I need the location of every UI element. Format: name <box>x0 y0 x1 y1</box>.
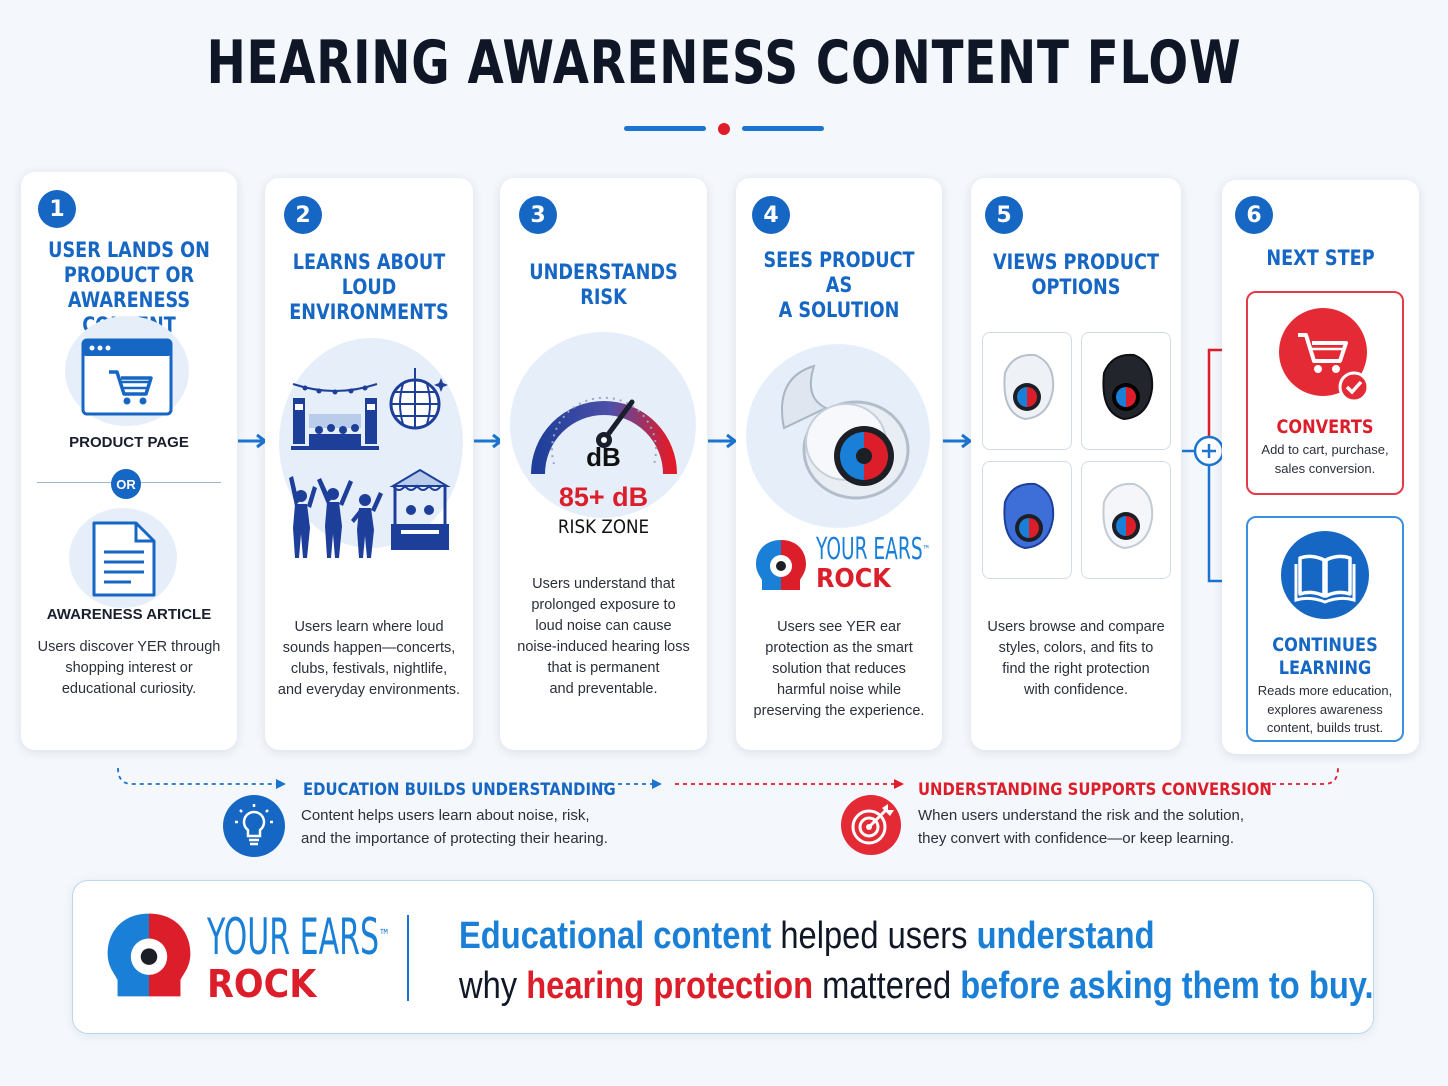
converts-title: CONVERTS <box>1276 416 1374 438</box>
lightbulb-icon <box>223 795 285 857</box>
product-page-label: PRODUCT PAGE <box>69 434 189 451</box>
title-divider <box>0 122 1448 136</box>
step-number-1: 1 <box>38 190 76 228</box>
step-card-5: 5 VIEWS PRODUCT OPTIONS Users browse and… <box>971 178 1181 750</box>
dancing-crowd-icon <box>289 476 383 558</box>
step-number-2: 2 <box>284 196 322 234</box>
step-card-2: 2 LEARNS ABOUT LOUD ENVIRONMENTS <box>265 178 473 750</box>
step-title-5: VIEWS PRODUCT OPTIONS <box>992 250 1160 299</box>
arrow-right-icon <box>943 433 973 449</box>
page-title: HEARING AWARENESS CONTENT FLOW <box>206 28 1242 98</box>
product-option-blue[interactable] <box>982 461 1072 579</box>
disco-ball-icon <box>389 368 448 430</box>
step-card-4: 4 SEES PRODUCT AS A SOLUTION YOUR EARS™ … <box>736 178 942 750</box>
education-heading: EDUCATION BUILDS UNDERSTANDING <box>303 780 616 799</box>
festival-booth-icon <box>389 468 451 550</box>
awareness-article-label: AWARENESS ARTICLE <box>46 606 212 623</box>
summary-line-1: Educational content helped users underst… <box>459 915 1155 957</box>
gauge-value: 85+ dB <box>558 482 649 512</box>
document-icon <box>92 521 156 597</box>
or-badge: OR <box>111 469 141 499</box>
step-number-5: 5 <box>985 196 1023 234</box>
earplug-clear-icon <box>1003 353 1055 421</box>
summary-line-2: why hearing protection mattered before a… <box>459 965 1374 1007</box>
decibel-gauge-icon <box>531 396 677 475</box>
earplug-blue-icon <box>1003 482 1055 550</box>
step-number-6: 6 <box>1235 196 1273 234</box>
arrow-right-icon <box>238 433 268 449</box>
education-text: Content helps users learn about noise, r… <box>301 807 608 847</box>
step-desc-4: Users see YER ear protection as the smar… <box>753 619 925 719</box>
cart-check-icon <box>1279 308 1370 403</box>
step-desc-1: Users discover YER through shopping inte… <box>37 639 221 697</box>
step-desc-5: Users browse and compare styles, colors,… <box>987 619 1165 698</box>
step-card-1: 1 USER LANDS ON PRODUCT OR AWARENESS CON… <box>21 172 237 750</box>
flow-dashed-line <box>117 767 1339 789</box>
step-title-4: SEES PRODUCT AS A SOLUTION <box>763 248 915 322</box>
product-option-black[interactable] <box>1081 332 1171 450</box>
converts-option[interactable]: CONVERTS Add to cart, purchase, sales co… <box>1246 291 1404 495</box>
conversion-heading: UNDERSTANDING SUPPORTS CONVERSION <box>918 780 1272 799</box>
earplug-icon <box>781 364 910 500</box>
arrow-right-icon <box>708 433 738 449</box>
summary-banner: YOUR EARS™ ROCK Educational content help… <box>72 880 1374 1034</box>
concert-stage-icon <box>291 383 379 450</box>
step-desc-3: Users understand that prolonged exposure… <box>517 576 690 697</box>
step-number-4: 4 <box>752 196 790 234</box>
open-book-icon <box>1281 531 1369 619</box>
continues-learning-title: CONTINUES LEARNING <box>1272 634 1378 679</box>
continues-learning-option[interactable]: CONTINUES LEARNING Reads more education,… <box>1246 516 1404 742</box>
gauge-unit: dB <box>586 442 621 472</box>
step-card-3: 3 UNDERSTANDS RISK dB 85+ dB RISK ZONE U… <box>500 178 707 750</box>
gauge-label: RISK ZONE <box>557 516 650 538</box>
target-icon <box>841 795 901 855</box>
step-title-6: NEXT STEP <box>1266 246 1375 270</box>
continues-learning-desc: Reads more education, explores awareness… <box>1257 683 1393 735</box>
conversion-text: When users understand the risk and the s… <box>918 807 1245 847</box>
converts-desc: Add to cart, purchase, sales conversion. <box>1261 442 1389 476</box>
step-title-2: LEARNS ABOUT LOUD ENVIRONMENTS <box>289 250 449 324</box>
summary-brand-text: YOUR EARS™ ROCK <box>207 908 390 1006</box>
browser-cart-icon <box>81 338 173 416</box>
step-desc-2: Users learn where loud sounds happen—con… <box>277 619 461 698</box>
yer-logo-icon <box>107 913 191 997</box>
step-title-3: UNDERSTANDS RISK <box>529 260 678 309</box>
step-number-3: 3 <box>519 196 557 234</box>
earplug-white-icon <box>1102 482 1154 550</box>
earplug-black-icon <box>1102 353 1154 421</box>
brand-text: YOUR EARS™ ROCK <box>816 532 931 594</box>
product-option-clear[interactable] <box>982 332 1072 450</box>
product-option-white[interactable] <box>1081 461 1171 579</box>
yer-logo-icon <box>756 540 806 590</box>
